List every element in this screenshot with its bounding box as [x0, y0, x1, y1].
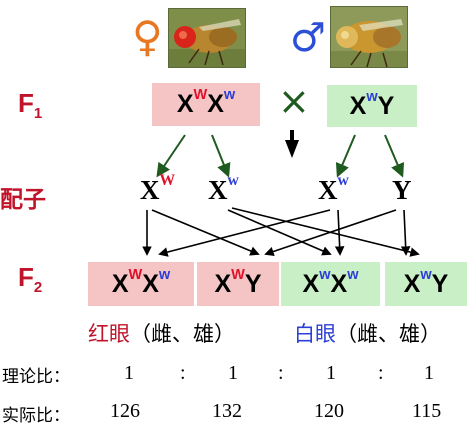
gametes-label: 配子 [0, 187, 46, 213]
f2-genotype-2: XWY [197, 262, 279, 306]
f2-genotype-4: XwY [385, 262, 467, 306]
f2-genotype-1: XWXw [88, 262, 194, 306]
f1-male-genotype: XwY [327, 85, 417, 127]
actual-ratio-value-4: 115 [412, 400, 442, 422]
arrow-g4-to-f2b [264, 209, 397, 257]
male-fly-image [330, 6, 408, 68]
arrow-f1m-to-gamete3 [335, 134, 356, 178]
fly-icon [331, 7, 407, 68]
theory-ratio-value-3: 1 [326, 362, 336, 384]
f2-genotype-3: XwXw [281, 262, 380, 306]
theory-ratio-value-4: 1 [424, 362, 434, 384]
theory-ratio-label: 理论比： [2, 367, 70, 387]
male-symbol: ♂ [290, 15, 326, 61]
actual-ratio-value-2: 132 [212, 400, 242, 422]
arrow-f1f-to-gamete1 [156, 134, 186, 178]
arrow-g3-to-f2a [158, 209, 331, 257]
arrow-g4-to-f2d [400, 209, 411, 256]
gamete-4: Y [392, 175, 412, 205]
arrow-f1m-to-gamete4 [384, 134, 405, 178]
actual-ratio-value-1: 126 [110, 400, 140, 422]
female-symbol: ♀ [132, 12, 163, 61]
fly-icon [169, 9, 245, 67]
gamete-1: XW [140, 172, 176, 205]
phenotype-white: 白眼（雌、雄） [294, 322, 441, 346]
actual-ratio-value-3: 120 [314, 400, 344, 422]
arrow-g1-to-f2b [151, 209, 260, 256]
actual-ratio-label: 实际比： [2, 406, 70, 426]
cross-symbol: × [278, 79, 310, 123]
f1-label: F1 [18, 88, 43, 122]
theory-ratio-separator-2: : [278, 362, 284, 384]
theory-ratio-separator-1: : [180, 362, 186, 384]
arrow-g2-to-f2c [227, 209, 332, 256]
phenotype-red: 红眼（雌、雄） [88, 322, 235, 346]
female-fly-image [168, 8, 246, 68]
gamete-3: Xw [318, 172, 349, 205]
theory-ratio-value-1: 1 [124, 362, 134, 384]
fertilization-arrow [285, 140, 299, 158]
theory-ratio-separator-3: : [378, 362, 384, 384]
arrow-f1f-to-gamete2 [211, 134, 231, 178]
arrow-g2-to-f2d [231, 207, 420, 257]
f1-female-genotype: XWXw [152, 83, 260, 126]
theory-ratio-value-2: 1 [228, 362, 238, 384]
gamete-2: Xw [208, 172, 239, 205]
f2-label: F2 [18, 262, 43, 296]
arrow-g3-to-f2c [334, 209, 345, 256]
